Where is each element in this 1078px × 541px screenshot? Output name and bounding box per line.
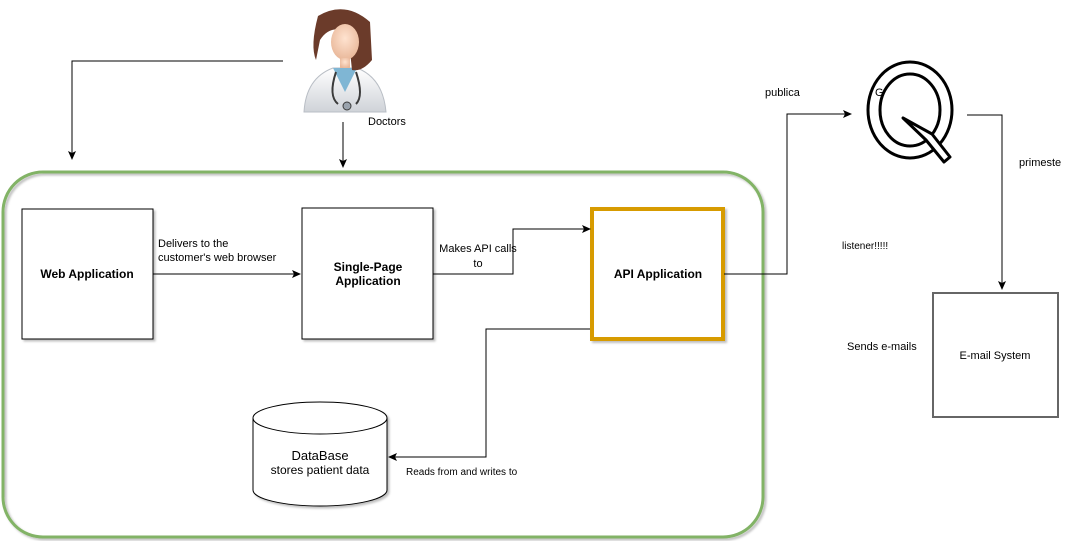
spa-to-api-edge [433, 225, 591, 275]
doctor-to-web-edge [68, 60, 283, 160]
web-to-spa-label-line1: Delivers to the [158, 238, 228, 250]
queue-label: G [875, 87, 884, 99]
queue-icon[interactable] [866, 60, 954, 164]
api-application-node[interactable] [590, 207, 725, 341]
api-application-label: API Application [614, 267, 702, 281]
queue-to-email-edge [967, 114, 1006, 290]
publica-label: publica [765, 87, 801, 99]
doctors-label: Doctors [368, 116, 406, 128]
spa-to-api-label-line1: Makes API calls [439, 243, 517, 255]
spa-to-api-label-line2: to [473, 258, 482, 270]
primeste-label: primeste [1019, 157, 1061, 169]
doctor-actor-icon [303, 9, 387, 113]
email-system-label: E-mail System [960, 350, 1031, 362]
spa-label-line1: Single-Page [334, 260, 403, 274]
database-node[interactable] [252, 401, 388, 507]
database-title: DataBase [291, 448, 348, 463]
email-system-node[interactable] [932, 292, 1059, 418]
database-subtitle: stores patient data [271, 463, 370, 477]
api-to-queue-edge [724, 110, 852, 275]
spa-label-line2: Application [335, 274, 400, 288]
web-application-node[interactable] [21, 208, 154, 340]
listener-label: listener!!!!! [842, 241, 888, 252]
api-to-db-edge [388, 328, 590, 461]
api-to-db-label: Reads from and writes to [406, 467, 518, 478]
system-boundary [1, 170, 765, 539]
sends-emails-label: Sends e-mails [847, 341, 917, 353]
web-to-spa-label-line2: customer's web browser [158, 252, 277, 264]
web-application-label: Web Application [40, 267, 133, 281]
